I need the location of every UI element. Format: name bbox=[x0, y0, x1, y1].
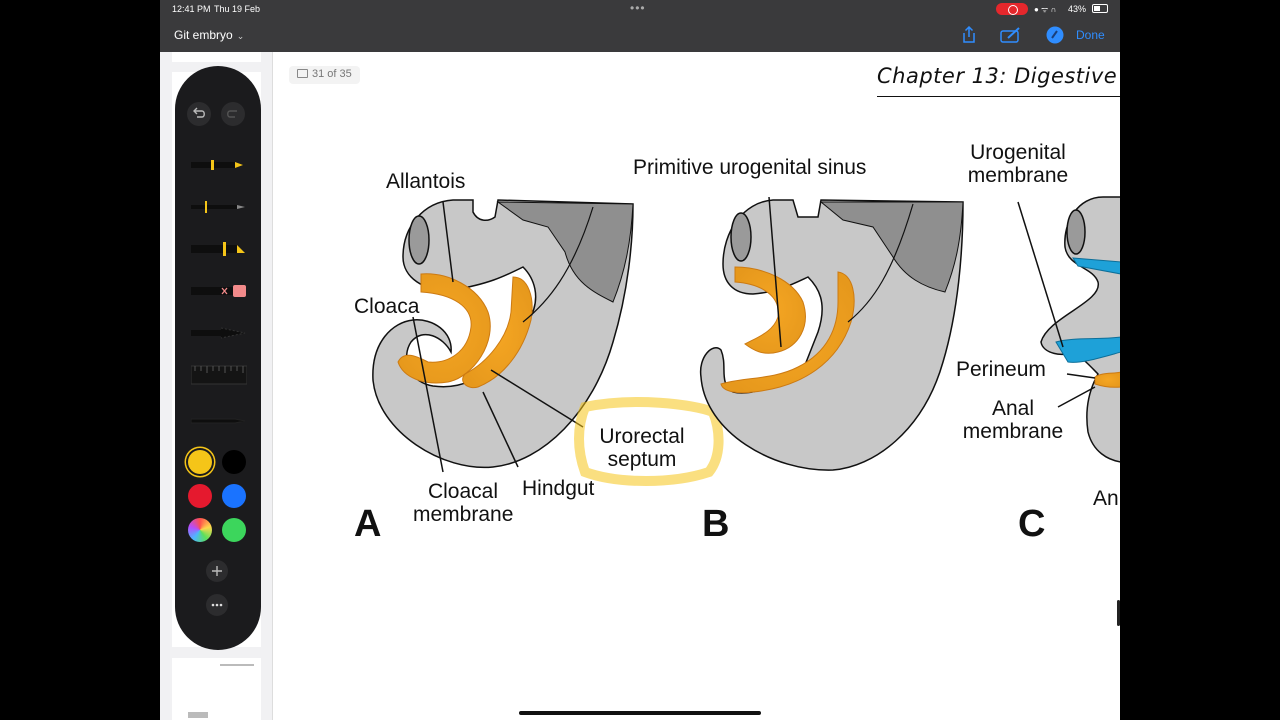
chevron-down-icon: ⌄ bbox=[236, 31, 245, 41]
page-counter[interactable]: 31 of 35 bbox=[289, 66, 360, 84]
label-urorectal-septum-line2: septum bbox=[607, 448, 677, 471]
panel-letter-c: C bbox=[1018, 503, 1046, 545]
panel-letter-b: B bbox=[702, 503, 730, 545]
panel-a-drawing bbox=[372, 199, 634, 473]
markup-icon[interactable] bbox=[1000, 26, 1022, 44]
redo-icon bbox=[227, 110, 237, 118]
label-urorectal-septum: Urorectal septum bbox=[592, 425, 692, 471]
eraser-tool[interactable] bbox=[191, 278, 247, 304]
label-hindgut: Hindgut bbox=[522, 477, 595, 500]
label-cloaca: Cloaca bbox=[354, 295, 420, 318]
color-swatch-black[interactable] bbox=[222, 450, 246, 474]
embryo-diagram bbox=[372, 196, 1120, 486]
color-swatch-blue[interactable] bbox=[222, 484, 246, 508]
label-perineum: Perineum bbox=[956, 358, 1046, 381]
document-title: Git embryo bbox=[174, 28, 233, 42]
more-icon bbox=[211, 603, 223, 607]
pen-tool[interactable] bbox=[191, 152, 247, 178]
label-anal-membrane: Anal membrane bbox=[958, 397, 1068, 443]
page-thumbnail[interactable] bbox=[172, 658, 261, 720]
battery-icon bbox=[1092, 4, 1108, 13]
add-icon bbox=[212, 566, 222, 576]
multitask-dots-icon[interactable]: ••• bbox=[630, 1, 646, 15]
status-time: 12:41 PM bbox=[172, 4, 211, 14]
color-swatch-red[interactable] bbox=[188, 484, 212, 508]
panel-b-drawing bbox=[699, 196, 964, 471]
sidebar-icon bbox=[297, 69, 308, 78]
share-icon[interactable] bbox=[960, 26, 978, 44]
label-cloacal-membrane-line2: membrane bbox=[413, 503, 514, 526]
more-button[interactable] bbox=[206, 594, 228, 616]
label-primitive-urogenital-sinus: Primitive urogenital sinus bbox=[633, 156, 867, 179]
chapter-title-rule bbox=[877, 96, 1120, 97]
panel-c-drawing bbox=[1017, 196, 1120, 463]
page-counter-label: 31 of 35 bbox=[312, 68, 352, 80]
lasso-tool[interactable] bbox=[191, 320, 247, 346]
label-cloacal-membrane: Cloacal membrane bbox=[413, 480, 513, 526]
label-anal-membrane-line1: Anal bbox=[991, 397, 1035, 420]
undo-icon bbox=[193, 107, 205, 118]
page-thumbnail[interactable] bbox=[172, 52, 261, 62]
color-swatch-yellow[interactable] bbox=[188, 450, 212, 474]
done-button[interactable]: Done bbox=[1076, 28, 1105, 42]
screen-record-icon[interactable] bbox=[996, 3, 1028, 15]
ruler-tool[interactable] bbox=[191, 362, 247, 388]
color-swatch-green[interactable] bbox=[222, 518, 246, 542]
scrollbar[interactable] bbox=[1117, 600, 1120, 626]
pencil-tool[interactable] bbox=[191, 408, 247, 434]
status-date: Thu 19 Feb bbox=[214, 4, 261, 14]
chapter-title: Chapter 13: Digestive bbox=[877, 64, 1118, 88]
pencil-circle-icon[interactable] bbox=[1046, 26, 1064, 44]
fineliner-tool[interactable] bbox=[191, 194, 247, 220]
document-page[interactable]: 31 of 35 Chapter 13: Digestive bbox=[272, 52, 1120, 720]
label-urogenital-membrane-line1: Urogenital bbox=[970, 141, 1066, 164]
highlighter-tool[interactable] bbox=[191, 236, 247, 262]
document-title-menu[interactable]: Git embryo⌄ bbox=[174, 28, 244, 42]
label-anal-membrane-line2: membrane bbox=[962, 420, 1064, 443]
label-anal-partial: An bbox=[1093, 487, 1119, 510]
label-urogenital-membrane-line2: membrane bbox=[967, 164, 1069, 187]
undo-button[interactable] bbox=[187, 102, 211, 126]
label-allantois: Allantois bbox=[386, 170, 466, 193]
wifi-icon: ● ᯤ ∩ bbox=[1034, 5, 1057, 14]
battery-percent: 43% bbox=[1068, 4, 1087, 14]
nav-bar: Git embryo⌄ Done bbox=[160, 18, 1120, 52]
label-urogenital-membrane: Urogenital membrane bbox=[957, 141, 1079, 187]
add-button[interactable] bbox=[206, 560, 228, 582]
home-indicator[interactable] bbox=[519, 711, 761, 715]
ipad-screen: 12:41 PM Thu 19 Feb ••• ● ᯤ ∩ 43% Git em… bbox=[160, 0, 1120, 720]
label-cloacal-membrane-line1: Cloacal bbox=[427, 480, 499, 503]
status-bar: 12:41 PM Thu 19 Feb ••• ● ᯤ ∩ 43% bbox=[160, 0, 1120, 18]
pencil-tool-palette bbox=[175, 66, 261, 650]
redo-button[interactable] bbox=[221, 102, 245, 126]
highlighter-stroke[interactable] bbox=[574, 397, 724, 486]
thumbnail-preview bbox=[188, 664, 254, 718]
color-picker-wheel[interactable] bbox=[188, 518, 212, 542]
panel-letter-a: A bbox=[354, 503, 382, 545]
label-urorectal-septum-line1: Urorectal bbox=[599, 425, 685, 448]
